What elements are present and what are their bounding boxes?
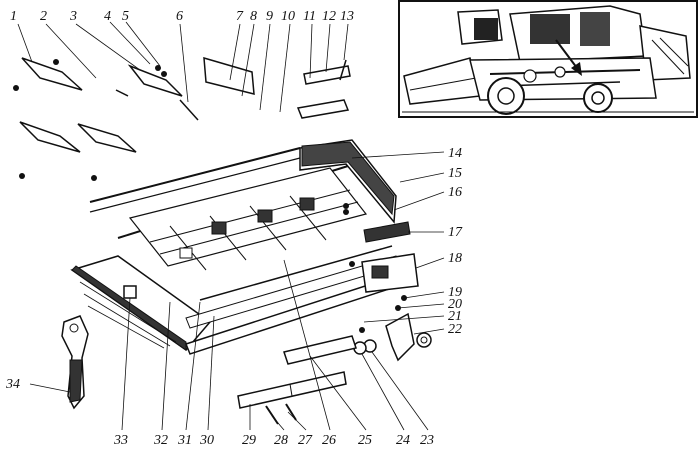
callout-33: 33	[113, 433, 128, 448]
callout-22: 22	[448, 322, 462, 337]
callout-34: 34	[5, 377, 20, 392]
callout-29: 29	[242, 433, 256, 448]
leader-lines	[17, 21, 445, 431]
callout-20: 20	[448, 297, 462, 312]
callout-17: 17	[448, 225, 463, 240]
callout-6: 6	[176, 9, 183, 24]
inset-combine-harvester	[398, 0, 698, 118]
straw-walker-frame-assembly	[13, 56, 432, 425]
callout-1: 1	[10, 9, 17, 24]
callout-14: 14	[448, 146, 462, 161]
callout-5: 5	[122, 9, 129, 24]
callout-9: 9	[266, 9, 273, 24]
callout-28: 28	[274, 433, 288, 448]
callout-24: 24	[396, 433, 410, 448]
callout-31: 31	[177, 433, 192, 448]
callout-10: 10	[281, 9, 295, 24]
callout-26: 26	[322, 433, 336, 448]
callout-18: 18	[448, 251, 462, 266]
callout-7: 7	[236, 9, 244, 24]
callout-2: 2	[40, 9, 47, 24]
callout-15: 15	[448, 166, 462, 181]
callout-30: 30	[199, 433, 214, 448]
callout-16: 16	[448, 185, 462, 200]
callout-21: 21	[448, 309, 462, 324]
callout-11: 11	[303, 9, 316, 24]
callout-8: 8	[250, 9, 257, 24]
callout-4: 4	[104, 9, 111, 24]
callout-3: 3	[69, 9, 77, 24]
callout-13: 13	[340, 9, 354, 24]
callout-12: 12	[322, 9, 336, 24]
callout-labels: 1 2 3 4 5 6 7 8 9 10 11 12 13 14 15 16 1…	[5, 9, 463, 448]
callout-25: 25	[358, 433, 372, 448]
callout-23: 23	[420, 433, 434, 448]
callout-32: 32	[153, 433, 168, 448]
callout-19: 19	[448, 285, 462, 300]
callout-27: 27	[298, 433, 313, 448]
